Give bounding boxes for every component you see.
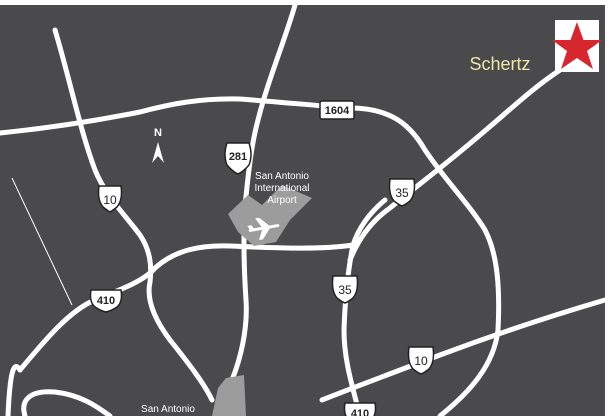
- secondary-road: [11, 177, 73, 306]
- i10-west-road: [52, 27, 215, 403]
- i35-central-number: 35: [338, 283, 352, 297]
- i10-east-shield: 10: [407, 346, 435, 375]
- loop-410-west-number: 410: [97, 295, 115, 307]
- downtown-area: [212, 375, 246, 416]
- map-background: [0, 5, 605, 416]
- airport-label-line1: San Antonio: [255, 171, 309, 182]
- west-edge-road: [5, 363, 23, 416]
- us-281-number: 281: [229, 151, 247, 163]
- star-icon: [552, 20, 602, 72]
- downtown-label: San Antonio: [141, 404, 195, 415]
- i35-north-number: 35: [395, 186, 409, 200]
- loop-1604-shield: 1604: [319, 100, 355, 120]
- i10-west-shield: 10: [97, 185, 123, 213]
- north-label: N: [154, 127, 162, 139]
- i35-northeast-road: [347, 52, 583, 263]
- airport-label-line2: International: [254, 183, 309, 194]
- southwest-road: [21, 389, 113, 416]
- loop-410-west-shield: 410: [89, 289, 123, 313]
- i35-north-shield: 35: [388, 178, 416, 207]
- loop-1604-number: 1604: [325, 105, 350, 117]
- loop-410-south-number: 410: [351, 408, 369, 416]
- i10-east-number: 10: [414, 354, 428, 368]
- i35-central-shield: 35: [331, 275, 359, 304]
- us-281-shield: 281: [224, 142, 252, 175]
- loop-410-south-shield: 410: [343, 402, 377, 416]
- north-arrow-icon: N: [152, 127, 164, 163]
- schertz-label: Schertz: [469, 54, 530, 74]
- i10-east-road: [319, 297, 608, 403]
- airport-label-line3: Airport: [267, 195, 297, 206]
- airplane-icon: [247, 217, 280, 241]
- loop-1604-road: [0, 96, 502, 416]
- i10-west-number: 10: [103, 193, 117, 207]
